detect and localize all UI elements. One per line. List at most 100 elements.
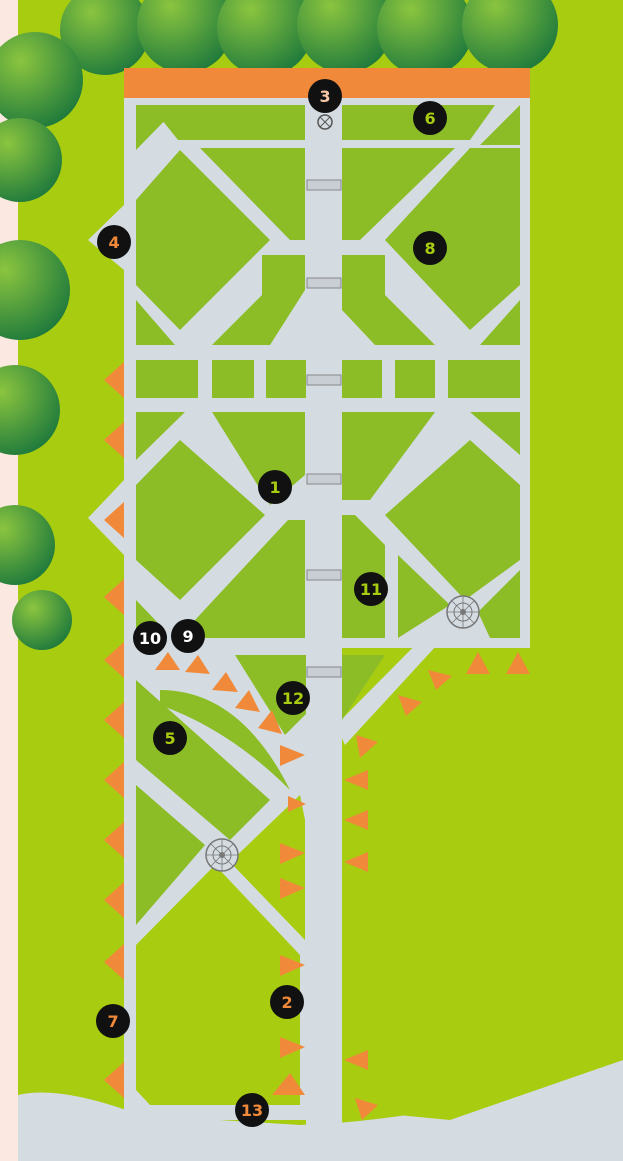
bridge-icon — [306, 666, 342, 678]
parterre — [342, 148, 455, 240]
parterre — [136, 300, 175, 345]
statue-icon — [317, 114, 333, 130]
flowerbeds — [104, 362, 530, 1120]
flowerbed-triangle-icon — [280, 878, 305, 899]
flowerbed-triangle-icon — [344, 1050, 368, 1070]
tree-icon — [0, 240, 70, 340]
marker-10[interactable]: 10 — [133, 621, 167, 655]
marker-label: 1 — [269, 478, 280, 497]
parterre — [342, 655, 385, 720]
tree-icon — [377, 0, 473, 76]
marker-label: 6 — [424, 109, 435, 128]
flowerbed-triangle-icon — [344, 810, 368, 830]
tree-icon — [297, 0, 393, 73]
fountain-icon — [446, 595, 480, 629]
tree-icon — [0, 505, 55, 585]
parterre — [235, 655, 310, 735]
bridge-icon — [306, 569, 342, 581]
tree-icon — [462, 0, 558, 73]
flowerbed-triangle-icon — [280, 745, 305, 766]
flowerbed-triangle-icon — [104, 579, 124, 615]
parterre — [212, 360, 254, 398]
parterre — [398, 555, 450, 638]
flowerbed-triangle-icon — [155, 652, 180, 670]
parterre — [200, 148, 305, 240]
flowerbed-triangle-icon — [104, 762, 124, 798]
marker-label: 13 — [241, 1101, 263, 1120]
parterre — [136, 865, 300, 1105]
marker-9[interactable]: 9 — [171, 619, 205, 653]
marker-label: 8 — [424, 239, 435, 258]
tree-icon — [0, 118, 62, 202]
marker-label: 2 — [281, 993, 292, 1012]
bridges — [306, 179, 342, 678]
marker-label: 9 — [182, 627, 193, 646]
flowerbed-triangle-icon — [344, 770, 368, 790]
marker-12[interactable]: 12 — [276, 681, 310, 715]
tree-group-top — [60, 0, 558, 76]
marker-label: 3 — [319, 87, 330, 106]
central-axis — [306, 98, 342, 1128]
marker-label: 12 — [282, 689, 304, 708]
parterre — [212, 255, 305, 345]
parterre — [136, 440, 265, 600]
parterre — [150, 105, 305, 140]
flowerbed-triangle-icon — [104, 362, 124, 398]
tree-icon — [12, 590, 72, 650]
flowerbed-triangle-icon — [280, 843, 305, 864]
flowerbed-triangle-icon — [104, 422, 124, 458]
marker-2[interactable]: 2 — [270, 985, 304, 1019]
flowerbed-triangle-icon — [272, 1073, 305, 1095]
parterre — [395, 360, 435, 398]
crescent-bed — [160, 690, 290, 790]
marker-1[interactable]: 1 — [258, 470, 292, 504]
flowerbed-triangle-icon — [356, 735, 378, 758]
parterres — [136, 105, 520, 1105]
marker-label: 4 — [108, 233, 119, 252]
flowerbed-triangle-icon — [104, 944, 124, 980]
marker-5[interactable]: 5 — [153, 721, 187, 755]
tree-icon — [137, 0, 233, 73]
flowerbed-triangle-icon — [288, 796, 306, 812]
flowerbed-triangle-icon — [212, 672, 238, 692]
flowerbed-triangle-icon — [344, 852, 368, 872]
marker-label: 7 — [107, 1012, 118, 1031]
marker-7[interactable]: 7 — [96, 1004, 130, 1038]
marker-13[interactable]: 13 — [235, 1093, 269, 1127]
tree-icon — [0, 365, 60, 455]
marker-8[interactable]: 8 — [413, 231, 447, 265]
tree-icon — [217, 0, 313, 76]
marker-11[interactable]: 11 — [354, 572, 388, 606]
parterre — [136, 360, 198, 398]
parterre — [195, 520, 305, 638]
flowerbed-triangle-icon — [185, 655, 210, 674]
parterre — [342, 412, 435, 500]
bridge-icon — [306, 473, 342, 485]
flowerbed-triangle-icon — [280, 955, 305, 976]
parterre — [385, 440, 520, 600]
tree-icon — [60, 0, 150, 75]
parterre — [136, 412, 185, 460]
parterre — [480, 300, 520, 345]
marker-4[interactable]: 4 — [97, 225, 131, 259]
flowerbed-triangle-icon — [280, 1037, 305, 1058]
flowerbed-triangle-icon — [258, 710, 282, 734]
marker-3[interactable]: 3 — [308, 79, 342, 113]
flowerbed-triangle-icon — [104, 882, 124, 918]
west-entrance-path — [88, 480, 124, 555]
flowerbed-triangle-icon — [104, 642, 124, 678]
diagonal-avenue — [336, 620, 460, 745]
parterre — [470, 412, 520, 455]
parterre — [478, 570, 520, 638]
parterre — [342, 360, 382, 398]
marker-6[interactable]: 6 — [413, 101, 447, 135]
flowerbed-triangle-icon — [355, 1098, 378, 1120]
parterre — [136, 150, 270, 330]
parterre — [266, 360, 306, 398]
parterre — [385, 148, 520, 330]
fountain-icon — [205, 838, 239, 872]
east-lawn — [345, 650, 623, 1120]
bridge-icon — [306, 179, 342, 191]
